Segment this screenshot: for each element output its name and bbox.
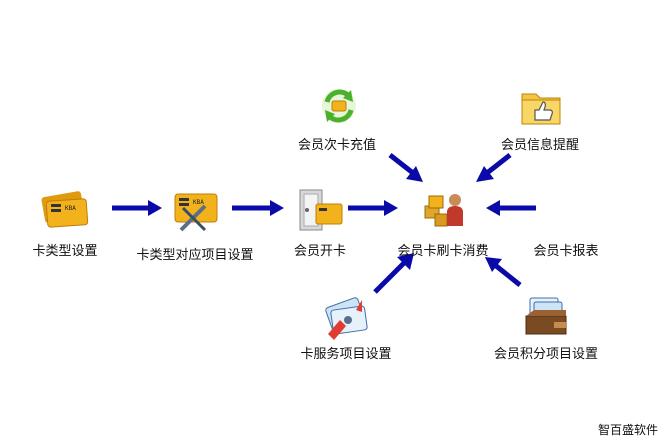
node-label: 会员积分项目设置	[493, 347, 599, 362]
node-card-type-settings: KBA 卡类型设置	[32, 0, 98, 259]
arrow-cardtype-to-project	[112, 200, 162, 216]
arrow-reminder-to-consume	[476, 153, 512, 182]
node-label: 会员开卡	[293, 244, 347, 259]
brand-footer: 智百盛软件	[597, 423, 658, 437]
svg-text:KBA: KBA	[193, 199, 204, 206]
node-card-service-project-settings: 卡服务项目设置	[300, 0, 392, 362]
node-label: 会员卡报表	[533, 244, 599, 259]
node-label: 卡服务项目设置	[300, 347, 392, 362]
node-card-type-project-settings: KBA 卡类型对应项目设置	[136, 0, 254, 263]
arrow-project-to-opencard	[232, 200, 284, 216]
node-member-open-card: 会员开卡	[294, 0, 346, 259]
node-member-points-project-settings: 会员积分项目设置	[494, 0, 598, 362]
node-member-card-report: 会员卡报表	[533, 0, 598, 259]
wallet-cards-icon	[525, 297, 567, 335]
node-label: 卡类型设置	[32, 244, 98, 259]
shopping-person-icon	[424, 194, 463, 227]
node-member-times-recharge: 会员次卡充值	[298, 0, 376, 153]
node-label: 会员信息提醒	[500, 138, 580, 153]
node-label: 会员卡刷卡消费	[397, 244, 489, 259]
recharge-cycle-icon	[322, 89, 356, 123]
node-label: 会员次卡充值	[297, 138, 377, 153]
arrow-service-to-consume	[373, 253, 414, 294]
arrow-points-to-consume	[485, 257, 522, 287]
svg-text:KBA: KBA	[65, 205, 76, 212]
thumbs-up-folder-icon	[521, 93, 561, 125]
node-member-info-reminder: 会员信息提醒	[501, 0, 579, 153]
door-card-icon	[299, 189, 343, 231]
card-tools-icon: KBA	[174, 193, 218, 232]
arrow-recharge-to-consume	[388, 153, 423, 182]
card-stack-icon: KBA	[41, 191, 89, 228]
arrow-opencard-to-consume	[348, 200, 398, 216]
node-member-card-consume: 会员卡刷卡消费	[397, 0, 489, 259]
node-label: 卡类型对应项目设置	[136, 248, 254, 263]
arrow-report-to-consume	[486, 200, 536, 216]
service-cards-icon	[325, 297, 368, 340]
